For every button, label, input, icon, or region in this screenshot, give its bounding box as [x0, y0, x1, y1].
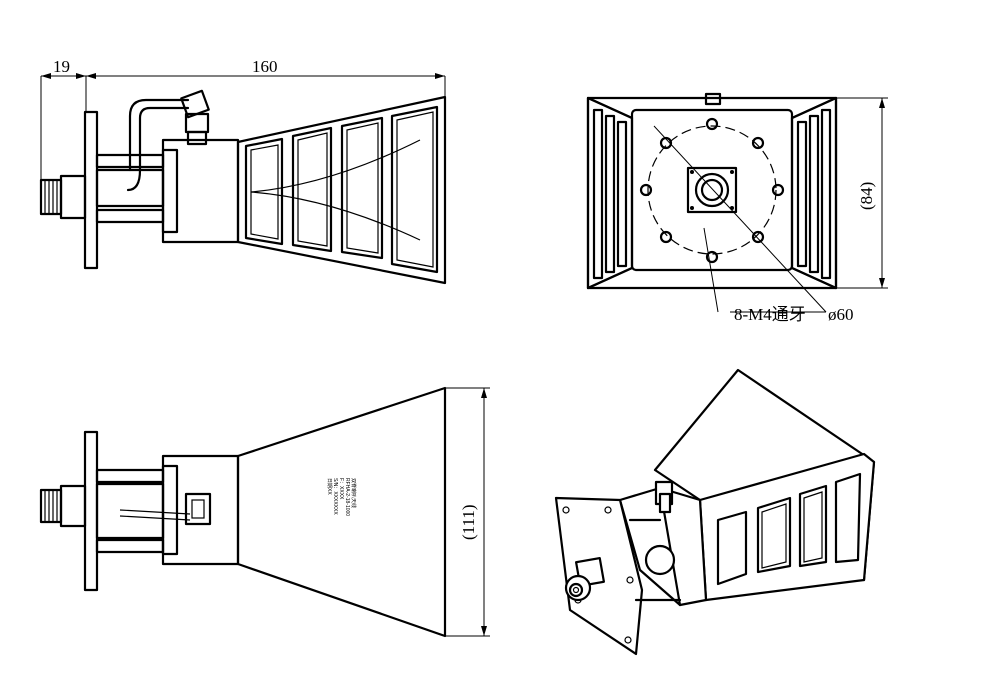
svg-text:S/N：XXXXXXX: S/N：XXXXXXX — [332, 478, 338, 515]
nameplate: 双脊喇叭天线 RFHA-2-18-1000 F：XXXX S/N：XXXXXXX… — [326, 478, 357, 516]
feed-block-2 — [161, 454, 240, 566]
side-view: 19 160 — [39, 57, 447, 285]
sma-connector — [39, 174, 87, 220]
svg-text:RFHA-2-18-1000: RFHA-2-18-1000 — [344, 478, 350, 516]
svg-text:日期XX: 日期XX — [326, 478, 332, 495]
side-slots — [592, 108, 832, 280]
flange-2 — [83, 430, 99, 592]
right-angle-connector-2 — [184, 492, 212, 526]
flange-plate — [630, 108, 794, 272]
leader-diameter — [653, 125, 827, 313]
mount-holes-label: 8-M4通牙 — [734, 305, 806, 324]
ridge-curve — [250, 139, 421, 193]
dimension-length: 19 160 — [40, 57, 446, 180]
sma-connector-2 — [39, 484, 87, 528]
horn-windows — [244, 105, 439, 274]
center-connector — [686, 166, 738, 214]
horn-body-2 — [236, 386, 447, 638]
flange — [83, 110, 99, 270]
svg-text:双脊喇叭天线: 双脊喇叭天线 — [350, 478, 357, 508]
svg-text:F：XXXX: F：XXXX — [338, 478, 344, 500]
feed-block — [161, 138, 240, 244]
isometric-view — [554, 368, 876, 656]
bolt-circle — [647, 125, 777, 255]
sma-connector-iso — [564, 556, 606, 602]
dim-84-label: (84) — [857, 182, 876, 210]
diameter-label: ø60 — [828, 305, 854, 324]
dim-160-label: 160 — [252, 57, 278, 76]
front-view: 8-M4通牙 ø60 (84) — [586, 92, 888, 324]
dim-19-label: 19 — [53, 57, 70, 76]
top-view: 双脊喇叭天线 RFHA-2-18-1000 F：XXXX S/N：XXXXXXX… — [39, 386, 490, 638]
horn-iso-windows — [716, 472, 862, 586]
bolt-holes — [639, 117, 785, 264]
horn-body — [236, 95, 447, 285]
dim-111-label: (111) — [459, 504, 478, 540]
coax-cable — [128, 98, 190, 172]
